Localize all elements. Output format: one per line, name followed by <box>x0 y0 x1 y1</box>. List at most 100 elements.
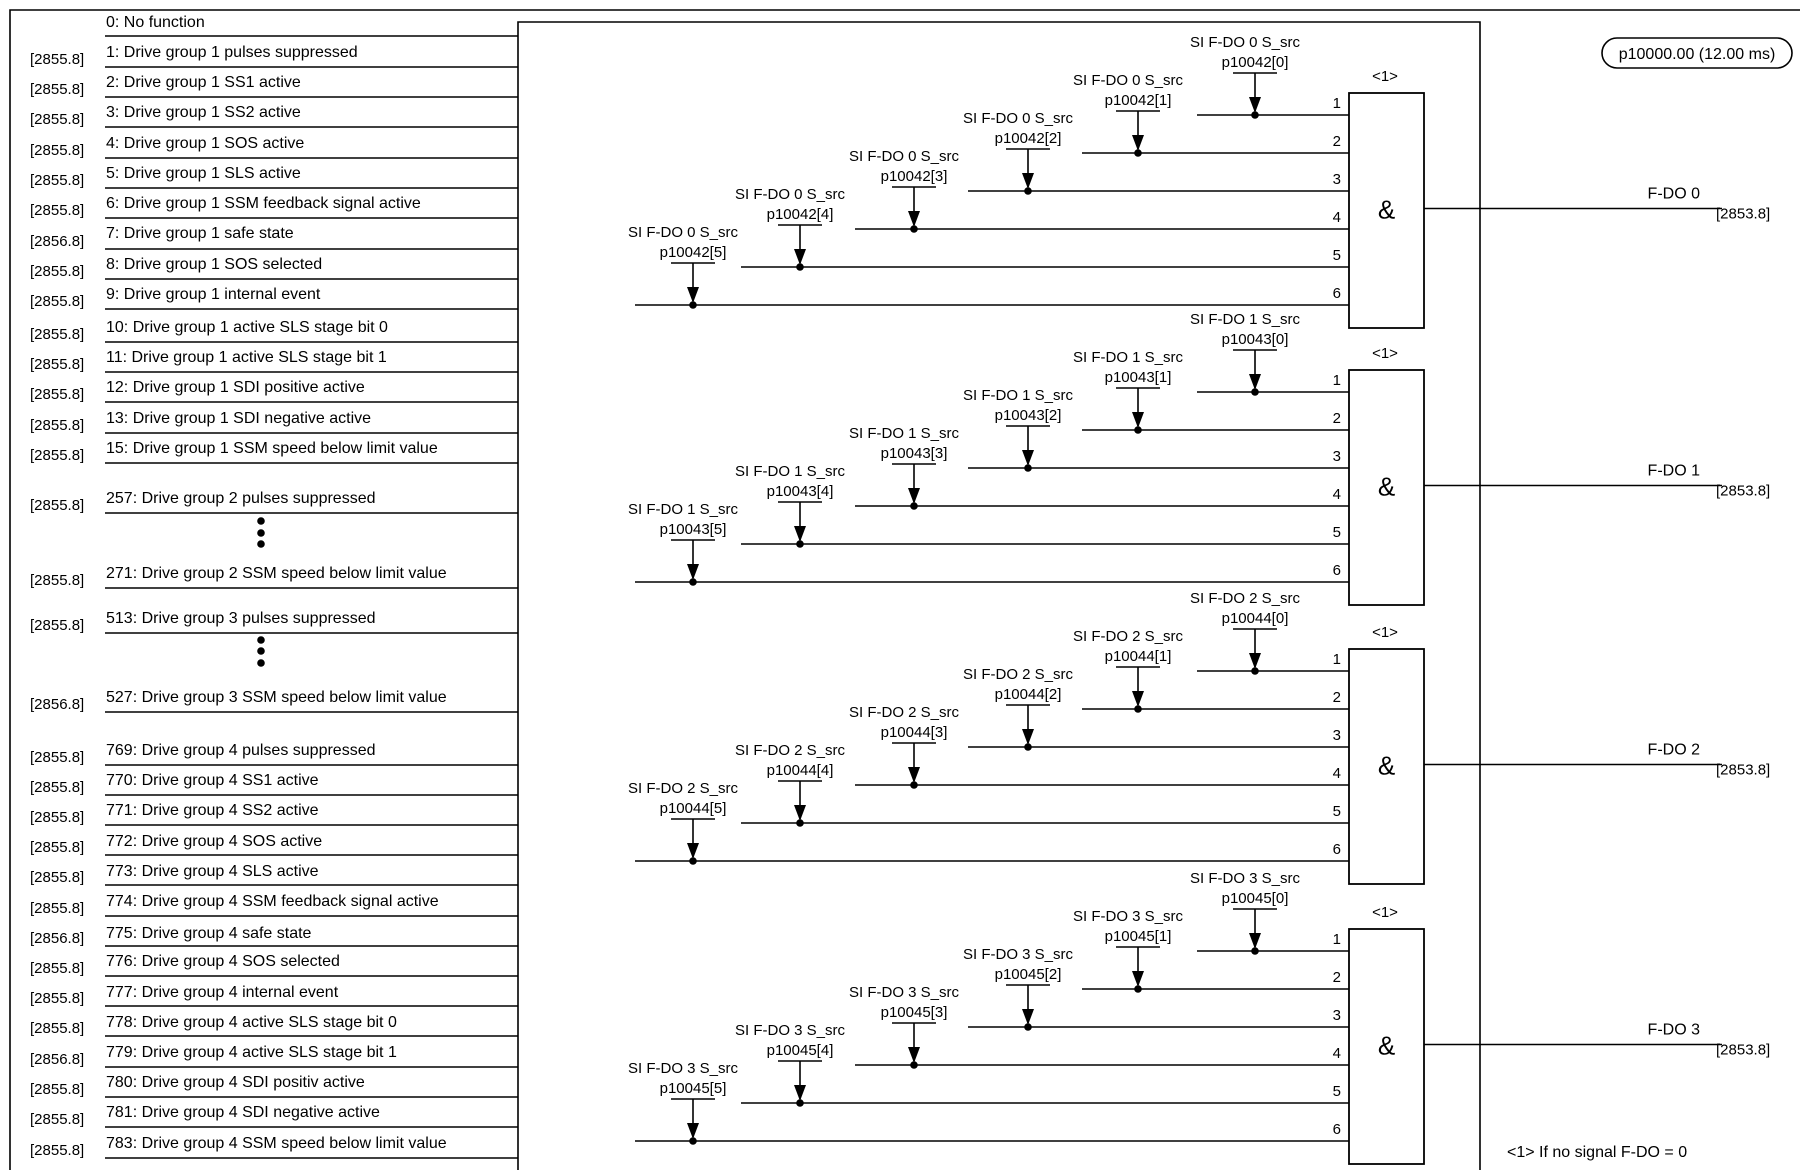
signal-list-item: 12: Drive group 1 SDI positive active <box>106 379 365 396</box>
gate-input-junction <box>910 781 918 789</box>
gate-input-number: 1 <box>1333 931 1341 948</box>
continuation-dot <box>257 659 265 667</box>
signal-list-ref: [2855.8] <box>30 111 84 128</box>
gate-input-number: 4 <box>1333 1045 1341 1062</box>
gate-input-junction <box>1251 111 1259 119</box>
param-arrow <box>1132 412 1144 428</box>
signal-list-ref: [2855.8] <box>30 1020 84 1037</box>
param-arrow <box>908 488 920 504</box>
gate-input-number: 1 <box>1333 651 1341 668</box>
signal-list-item: 778: Drive group 4 active SLS stage bit … <box>106 1014 397 1031</box>
param-number: p10044[4] <box>767 762 834 779</box>
and-gate-symbol: & <box>1378 472 1395 502</box>
param-number: p10045[5] <box>660 1080 727 1097</box>
outer-frame <box>9 9 1800 1170</box>
param-number: p10045[0] <box>1222 890 1289 907</box>
param-source-label: SI F-DO 0 S_src <box>1190 34 1301 51</box>
signal-list-ref: [2855.8] <box>30 839 84 856</box>
signal-list-item: 5: Drive group 1 SLS active <box>106 165 301 182</box>
and-gate-box <box>1348 369 1425 606</box>
signal-list-item: 770: Drive group 4 SS1 active <box>106 772 319 789</box>
param-arrow <box>908 767 920 783</box>
param-number: p10044[1] <box>1105 648 1172 665</box>
gate-output-ref: [2853.8] <box>1716 206 1770 223</box>
gate-input-number: 5 <box>1333 1083 1341 1100</box>
signal-list-ref: [2855.8] <box>30 749 84 766</box>
param-source-label: SI F-DO 3 S_src <box>963 946 1074 963</box>
param-arrow <box>687 287 699 303</box>
signal-list-ref: [2855.8] <box>30 1081 84 1098</box>
signal-list-item: 776: Drive group 4 SOS selected <box>106 953 340 970</box>
gate-input-junction <box>689 1137 697 1145</box>
param-number: p10044[2] <box>995 686 1062 703</box>
param-source-label: SI F-DO 1 S_src <box>1073 349 1184 366</box>
signal-list-item: 4: Drive group 1 SOS active <box>106 135 304 152</box>
gate-input-junction <box>1024 187 1032 195</box>
param-source-label: SI F-DO 1 S_src <box>735 463 846 480</box>
param-arrow <box>794 526 806 542</box>
signal-list-ref: [2855.8] <box>30 960 84 977</box>
param-number: p10045[4] <box>767 1042 834 1059</box>
signal-list-item: 3: Drive group 1 SS2 active <box>106 104 301 121</box>
signal-list-ref: [2855.8] <box>30 1142 84 1159</box>
gate-output-label: F-DO 2 <box>1648 742 1701 759</box>
param-number: p10042[1] <box>1105 92 1172 109</box>
param-arrow <box>794 249 806 265</box>
param-source-label: SI F-DO 0 S_src <box>1073 72 1184 89</box>
gate-note-marker: <1> <box>1372 345 1398 362</box>
param-arrow <box>794 805 806 821</box>
signal-list-item: 772: Drive group 4 SOS active <box>106 833 322 850</box>
gate-input-number: 3 <box>1333 448 1341 465</box>
param-source-label: SI F-DO 0 S_src <box>735 186 846 203</box>
signal-list-item: 13: Drive group 1 SDI negative active <box>106 410 371 427</box>
param-source-label: SI F-DO 2 S_src <box>963 666 1074 683</box>
signal-list-item: 775: Drive group 4 safe state <box>106 925 312 942</box>
signal-list-ref: [2855.8] <box>30 386 84 403</box>
signal-list-item: 15: Drive group 1 SSM speed below limit … <box>106 440 438 457</box>
param-number: p10044[5] <box>660 800 727 817</box>
param-source-label: SI F-DO 1 S_src <box>849 425 960 442</box>
signal-list-item: 513: Drive group 3 pulses suppressed <box>106 610 376 627</box>
param-source-label: SI F-DO 1 S_src <box>628 501 739 518</box>
gate-input-junction <box>689 301 697 309</box>
signal-list-item: 769: Drive group 4 pulses suppressed <box>106 742 376 759</box>
signal-list-ref: [2856.8] <box>30 233 84 250</box>
signal-list-ref: [2855.8] <box>30 142 84 159</box>
signal-list-item: 780: Drive group 4 SDI positiv active <box>106 1074 365 1091</box>
param-arrow <box>1249 97 1261 113</box>
annotations: p10000.00 (12.00 ms)<1> If no signal F-D… <box>1507 37 1793 1161</box>
and-gate-box <box>1348 92 1425 329</box>
gate-output-label: F-DO 3 <box>1648 1022 1701 1039</box>
gate-input-junction <box>796 819 804 827</box>
gate-input-junction <box>1134 149 1142 157</box>
param-number: p10045[1] <box>1105 928 1172 945</box>
signal-list-ref: [2855.8] <box>30 990 84 1007</box>
signal-list-ref: [2855.8] <box>30 326 84 343</box>
continuation-dot <box>257 636 265 644</box>
gate-input-junction <box>796 540 804 548</box>
gate-input-number: 5 <box>1333 803 1341 820</box>
gate-input-junction <box>1134 985 1142 993</box>
signal-list-item: 1: Drive group 1 pulses suppressed <box>106 44 358 61</box>
param-arrow <box>908 1047 920 1063</box>
param-number: p10043[0] <box>1222 331 1289 348</box>
gate-input-number: 2 <box>1333 969 1341 986</box>
continuation-dot <box>257 647 265 655</box>
gate-input-junction <box>910 502 918 510</box>
param-number: p10043[1] <box>1105 369 1172 386</box>
param-source-label: SI F-DO 1 S_src <box>1190 311 1301 328</box>
signal-list-ref: [2855.8] <box>30 417 84 434</box>
param-arrow <box>1022 729 1034 745</box>
gate-input-junction <box>1024 464 1032 472</box>
signal-list-item: 527: Drive group 3 SSM speed below limit… <box>106 689 447 706</box>
gate-input-junction <box>1251 388 1259 396</box>
param-arrow <box>687 843 699 859</box>
param-number: p10042[5] <box>660 244 727 261</box>
gate-input-number: 2 <box>1333 133 1341 150</box>
param-source-label: SI F-DO 3 S_src <box>1073 908 1184 925</box>
signal-list-item: 10: Drive group 1 active SLS stage bit 0 <box>106 319 388 336</box>
gate-input-number: 3 <box>1333 727 1341 744</box>
signal-list-ref: [2856.8] <box>30 696 84 713</box>
